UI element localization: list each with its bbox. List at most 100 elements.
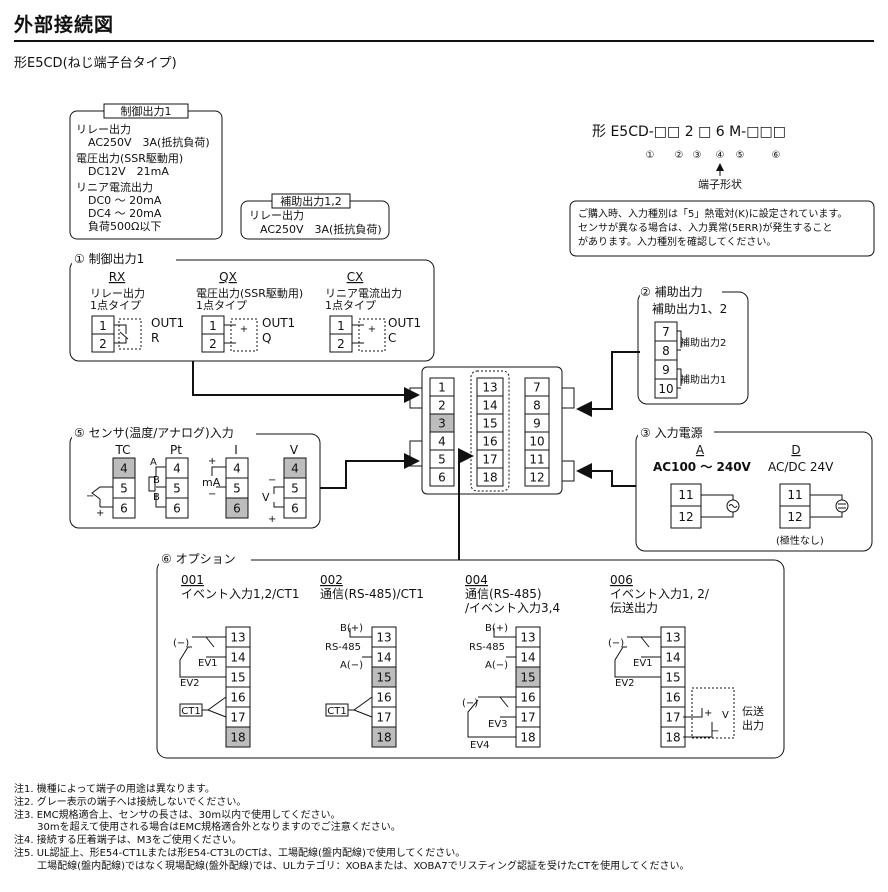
opt006-minus: (−): [608, 638, 624, 649]
model-num: ⑥: [772, 150, 781, 161]
center-terminal: 7: [533, 381, 541, 395]
svg-text:+: +: [240, 324, 248, 335]
sensor-terminal: 4: [120, 462, 128, 476]
center-terminal: 1: [438, 381, 446, 395]
rx-out: OUT1: [151, 316, 184, 330]
opt004-aminus: A(−): [485, 660, 508, 671]
spec-ctrl-box: 制御出力1 リレー出力 AC250V 3A(抵抗負荷) 電圧出力(SSR駆動用)…: [69, 103, 223, 240]
qx-sub: Q: [262, 331, 271, 345]
option-terminal: 18: [230, 731, 245, 745]
i-plus: +: [208, 456, 216, 467]
center-terminal: 6: [438, 471, 446, 485]
page-subtitle: 形E5CD(ねじ端子台タイプ): [14, 56, 177, 71]
opt001-ev1: EV1: [198, 658, 218, 669]
option-terminal: 16: [230, 691, 245, 705]
option-terminal: 14: [665, 651, 680, 665]
option-terminal-box: [225, 726, 251, 748]
terminal-shape-label: 端子形状: [698, 177, 742, 191]
sensor-terminal-box: [283, 497, 307, 519]
power-title: ③ 入力電源: [640, 426, 703, 440]
center-terminal: 15: [482, 417, 497, 431]
opt001-ct1: CT1: [181, 706, 200, 717]
power-d-term: 11: [787, 488, 802, 502]
i-minus: −: [208, 489, 216, 500]
note-line: 注4. 接続する圧着端子は、M3をご使用ください。: [14, 835, 242, 847]
opt004-minus: (−): [462, 698, 478, 709]
opt001-ev2: EV2: [180, 678, 200, 689]
note-line: 工場配線(盤内配線)ではなく現場配線(盤外配線)では、ULカテゴリ：XOBAまた…: [14, 860, 690, 872]
aux-term: 8: [662, 344, 670, 358]
model-note-line: があります。入力種別を確認してください。: [578, 235, 776, 248]
ctrl-out-title: ① 制御出力1: [74, 251, 144, 266]
sensor-title: ⑤ センサ(温度/アナログ)入力: [74, 425, 234, 440]
cx-sub: C: [388, 331, 396, 345]
v-v: V: [262, 491, 270, 504]
opt002-bplus: B(+): [340, 623, 363, 634]
options-title: ⑥ オプション: [161, 552, 236, 566]
rx-sub: R: [151, 331, 159, 345]
sensor-type: TC: [114, 443, 130, 457]
opt-code: 001: [181, 573, 204, 587]
cx-desc: リニア電流出力: [325, 286, 402, 300]
option-terminal: 18: [376, 731, 391, 745]
power-no-polarity: (極性なし): [776, 534, 824, 547]
aux-out-title: ② 補助出力: [640, 285, 703, 299]
sensor-terminal-box: [225, 497, 249, 519]
spec-ctrl-line: リレー出力: [76, 122, 131, 136]
ctrl-out-panel: ① 制御出力1 RX リレー出力 1点タイプ 1 2 OUT1 R QX 電圧出…: [69, 251, 435, 362]
center-terminal: 5: [438, 453, 446, 467]
sensor-terminal: 6: [233, 502, 241, 516]
option-terminal: 15: [520, 671, 535, 685]
opt004-rs485: RS-485: [469, 642, 505, 653]
qx-code: QX: [219, 270, 237, 284]
center-terminal: 14: [482, 399, 497, 413]
option-terminal: 13: [230, 631, 245, 645]
spec-ctrl-line: 負荷500Ω以下: [88, 220, 161, 233]
spec-ctrl-line: DC0 ～ 20mA: [88, 194, 162, 207]
opt-desc: /イベント入力3,4: [465, 601, 560, 615]
center-terminal-box: [476, 467, 504, 487]
sensor-panel: ⑤ センサ(温度/アナログ)入力 TC Pt I V 456456456456 …: [69, 425, 321, 529]
center-terminal: 16: [482, 435, 497, 449]
opt006-v: V: [722, 710, 729, 721]
option-terminal: 13: [376, 631, 391, 645]
qx-desc: 電圧出力(SSR駆動用): [196, 286, 303, 300]
option-terminal: 18: [665, 731, 680, 745]
sensor-terminal-box: [112, 497, 136, 519]
center-terminal-box: [429, 467, 455, 487]
sensor-type: V: [290, 443, 299, 457]
sensor-type: I: [234, 443, 238, 457]
v-plus: +: [268, 514, 276, 525]
footnotes: 注1. 機種によって端子の用途は異なります。 注2. グレー表示の端子へは接続し…: [14, 784, 880, 874]
spec-aux-box: 補助出力1,2 リレー出力 AC250V 3A(抵抗負荷): [240, 193, 390, 240]
opt-code: 006: [610, 573, 633, 587]
center-terminal: 2: [438, 399, 446, 413]
model-num: ④: [716, 150, 725, 161]
sensor-terminal: 5: [291, 482, 299, 496]
opt-desc: イベント入力1,2/CT1: [181, 587, 299, 601]
sensor-terminal: 4: [233, 462, 241, 476]
opt004-ev4: EV4: [470, 740, 490, 751]
power-panel: ③ 入力電源 A AC100 ～ 240V D AC/DC 24V 11 12 …: [635, 424, 873, 552]
note-line: 注2. グレー表示の端子へは接続しないでください。: [14, 796, 247, 808]
power-a-code: A: [696, 443, 705, 457]
spec-aux-line: AC250V 3A(抵抗負荷): [260, 222, 382, 236]
option-terminal: 16: [376, 691, 391, 705]
option-terminal: 14: [230, 651, 245, 665]
power-a-term: 12: [678, 510, 693, 524]
spec-ctrl-line: AC250V 3A(抵抗負荷): [88, 135, 210, 149]
sensor-terminal: 4: [291, 462, 299, 476]
option-terminal: 16: [520, 691, 535, 705]
option-terminal: 16: [665, 691, 680, 705]
rx-t1: 1: [99, 319, 107, 333]
options-panel: ⑥ オプション 001 イベント入力1,2/CT1 002 通信(RS-485)…: [156, 552, 785, 759]
power-d-code: D: [791, 443, 800, 457]
opt-desc: 通信(RS-485)/CT1: [320, 587, 424, 601]
center-terminal: 3: [438, 417, 446, 431]
note-line: 注5. UL認証上、形E54-CT1Lまたは形E54-CT3LのCTは、工場配線…: [14, 847, 466, 859]
aux-term: 9: [662, 363, 670, 377]
option-terminal: 17: [520, 711, 535, 725]
opt002-ct1: CT1: [327, 706, 346, 717]
power-a-term: 11: [678, 488, 693, 502]
